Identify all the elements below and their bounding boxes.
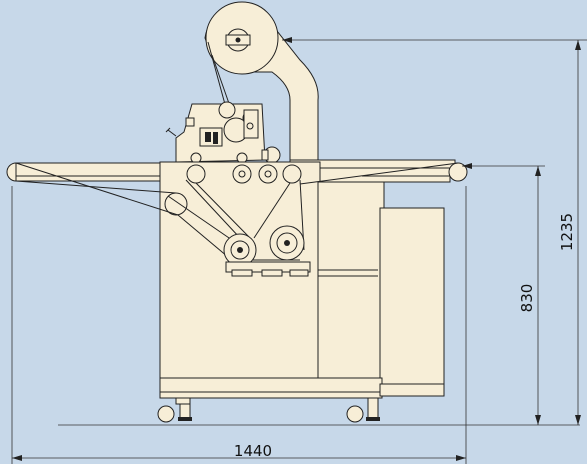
drive-belts: [15, 162, 459, 263]
laminating-head: [165, 101, 281, 164]
drive-motor: [223, 225, 311, 277]
total-height-label: 1235: [558, 213, 576, 251]
feed-table-left: [6, 162, 167, 182]
dimension-table-height: 830: [462, 163, 545, 425]
dimension-total-height: 1235: [282, 37, 587, 425]
caster-right: [346, 397, 380, 423]
width-label: 1440: [234, 442, 272, 460]
film-roll-arm: [204, 1, 319, 161]
pressure-rollers: [186, 164, 302, 184]
table-height-label: 830: [518, 284, 536, 313]
dimension-width: 1440: [11, 186, 467, 464]
caster-left: [157, 397, 192, 423]
